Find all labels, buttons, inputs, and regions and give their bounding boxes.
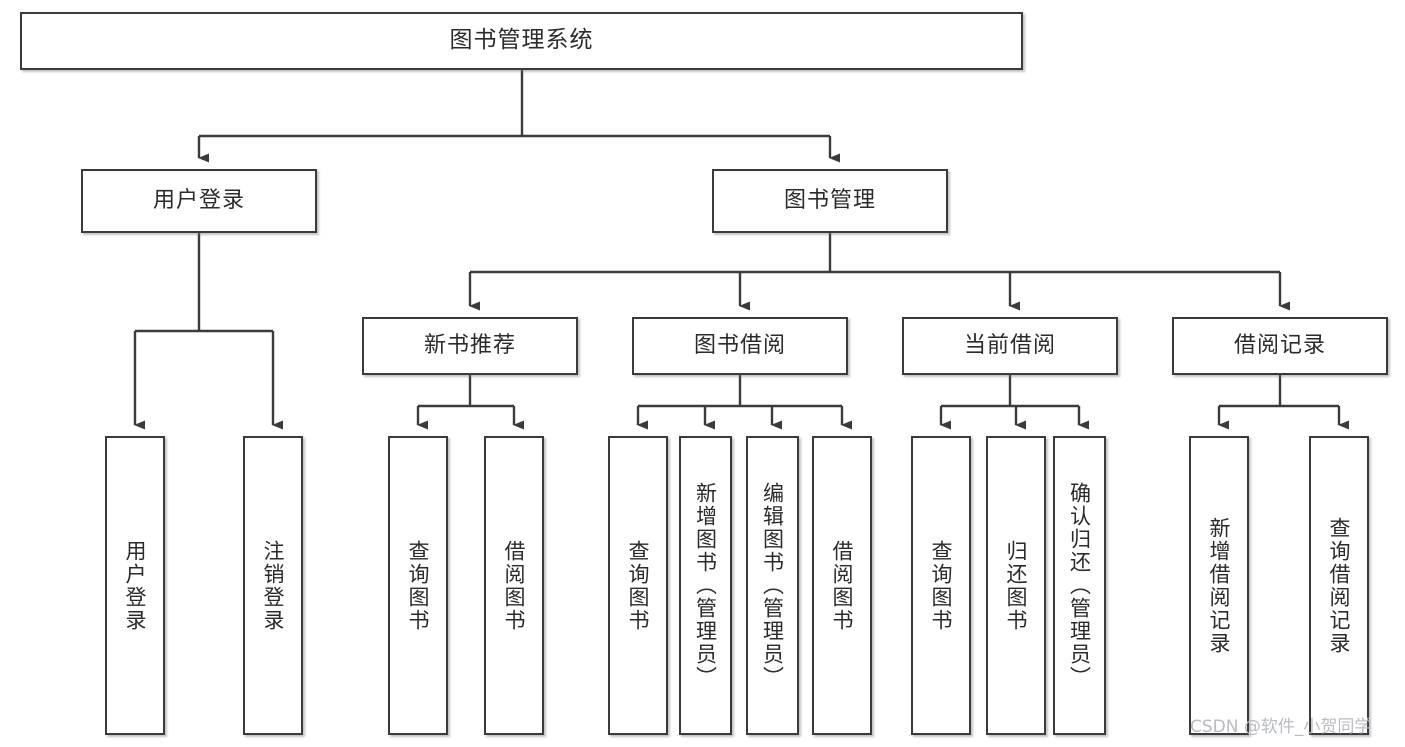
node-leaf-add-record[interactable]: 新增借阅记录: [1189, 436, 1249, 735]
node-leaf-confirm-return[interactable]: 确认归还（管理员）: [1053, 436, 1106, 735]
node-leaf-add-record-label: 新增借阅记录: [1207, 516, 1232, 655]
node-new-book-recommend[interactable]: 新书推荐: [362, 317, 578, 375]
node-current-borrow-label: 当前借阅: [963, 333, 1056, 359]
node-current-borrow[interactable]: 当前借阅: [902, 317, 1118, 375]
node-leaf-query-book-2[interactable]: 查询图书: [608, 436, 668, 735]
node-book-borrow[interactable]: 图书借阅: [632, 317, 848, 375]
node-leaf-user-login-label: 用户登录: [123, 539, 148, 632]
node-leaf-query-book-1[interactable]: 查询图书: [388, 436, 448, 735]
node-leaf-add-book[interactable]: 新增图书（管理员）: [679, 436, 732, 735]
node-leaf-query-record[interactable]: 查询借阅记录: [1309, 436, 1369, 735]
node-borrow-record[interactable]: 借阅记录: [1172, 317, 1388, 375]
node-leaf-query-book-1-label: 查询图书: [406, 539, 431, 632]
node-book-manage[interactable]: 图书管理: [712, 169, 948, 233]
node-leaf-edit-book[interactable]: 编辑图书（管理员）: [746, 436, 799, 735]
node-user-login-label: 用户登录: [152, 188, 245, 214]
node-root[interactable]: 图书管理系统: [20, 12, 1023, 70]
node-leaf-return-book[interactable]: 归还图书: [986, 436, 1046, 735]
node-leaf-logout-label: 注销登录: [261, 539, 286, 632]
node-leaf-logout[interactable]: 注销登录: [243, 436, 303, 735]
node-leaf-query-book-3[interactable]: 查询图书: [911, 436, 971, 735]
node-leaf-borrow-book-1-label: 借阅图书: [502, 539, 527, 632]
node-leaf-borrow-book-1[interactable]: 借阅图书: [484, 436, 544, 735]
node-leaf-return-book-label: 归还图书: [1004, 539, 1029, 632]
node-leaf-user-login[interactable]: 用户登录: [105, 436, 165, 735]
node-book-borrow-label: 图书借阅: [693, 333, 786, 359]
node-borrow-record-label: 借阅记录: [1233, 333, 1326, 359]
watermark: CSDN @软件_小贺同学: [1190, 717, 1372, 737]
node-leaf-query-book-2-label: 查询图书: [626, 539, 651, 632]
node-book-manage-label: 图书管理: [783, 188, 876, 214]
node-leaf-borrow-book-2[interactable]: 借阅图书: [812, 436, 872, 735]
node-leaf-confirm-return-label: 确认归还（管理员）: [1067, 482, 1092, 689]
node-leaf-query-record-label: 查询借阅记录: [1327, 516, 1352, 655]
node-user-login[interactable]: 用户登录: [81, 169, 317, 233]
node-root-label: 图书管理系统: [449, 27, 594, 54]
node-new-book-recommend-label: 新书推荐: [423, 333, 516, 359]
node-leaf-query-book-3-label: 查询图书: [929, 539, 954, 632]
node-leaf-borrow-book-2-label: 借阅图书: [830, 539, 855, 632]
node-leaf-add-book-label: 新增图书（管理员）: [693, 482, 718, 689]
node-leaf-edit-book-label: 编辑图书（管理员）: [760, 482, 785, 689]
